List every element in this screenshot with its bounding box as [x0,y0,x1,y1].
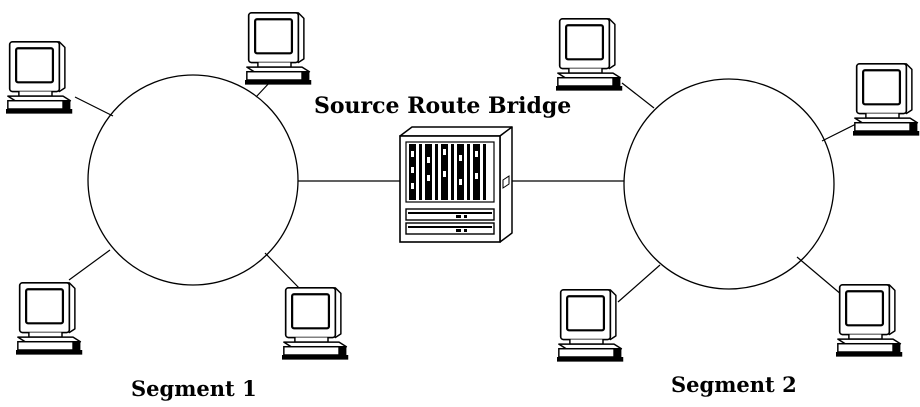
diagram-title: Source Route Bridge [314,93,572,119]
computer-icon [4,40,74,115]
link-s1-top-left [74,96,114,117]
segment-2-label: Segment 2 [671,372,797,397]
segment-2-ring [623,78,835,290]
link-s1-bottom-right [264,252,303,292]
bridge-icon [399,126,513,243]
segment-2 [554,17,920,363]
link-s2-bottom-left [617,264,661,303]
computer-icon [851,62,920,137]
computer-icon [243,11,313,86]
computer-icon [554,17,624,92]
computer-icon [555,288,625,363]
computer-icon [280,286,350,361]
segment-1 [4,11,350,361]
link-s1-bottom-left [68,249,111,281]
computer-icon [14,281,84,356]
segment-1-ring [87,74,299,286]
link-s2-bottom-right [796,256,843,296]
link-s2-top-left [621,82,655,109]
computer-icon [834,283,904,358]
segment-1-label: Segment 1 [131,376,257,401]
